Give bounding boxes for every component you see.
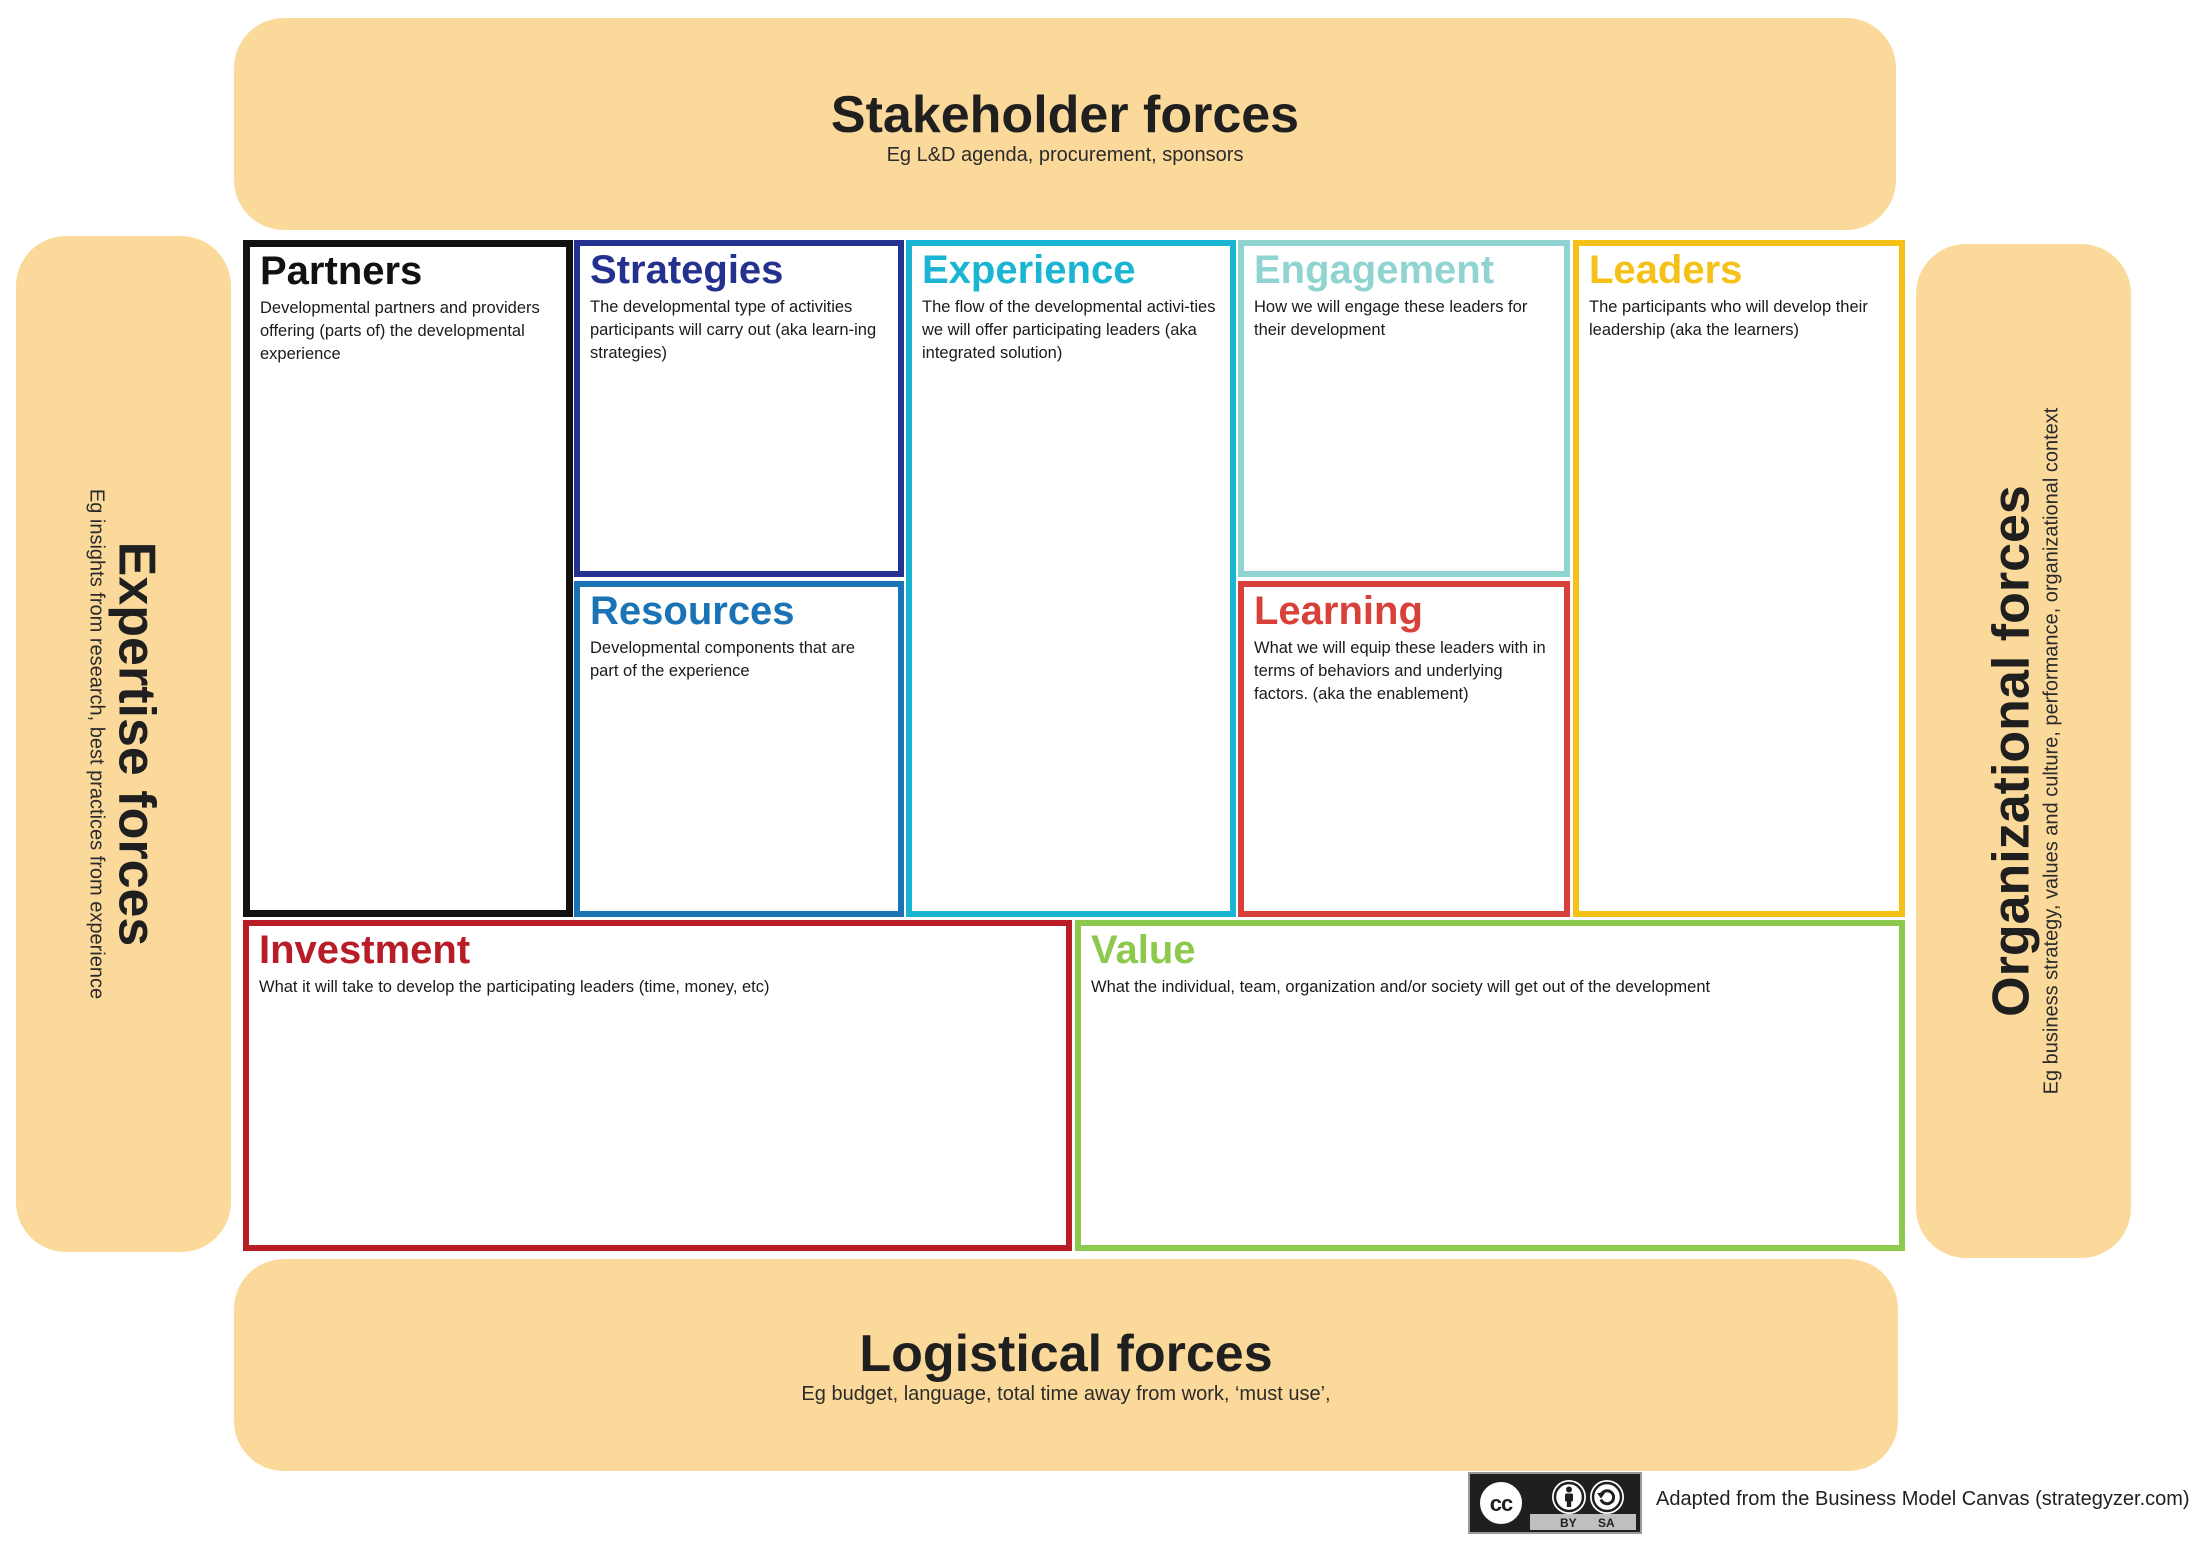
learning-title: Learning — [1254, 589, 1423, 633]
cc-icon: cc — [1476, 1478, 1526, 1528]
resources-title: Resources — [590, 589, 795, 633]
logistical-forces-subtitle: Eg budget, language, total time away fro… — [801, 1382, 1331, 1405]
learning-description: What we will equip these leaders with in… — [1254, 639, 1546, 704]
logistical-forces-band: Logistical forces Eg budget, language, t… — [234, 1259, 1898, 1471]
experience-block: Experience The flow of the developmental… — [906, 240, 1236, 917]
strategies-block: Strategies The developmental type of act… — [574, 240, 904, 577]
attribution-person-icon — [1552, 1480, 1586, 1514]
creative-commons-badge-icon: cc BY SA — [1468, 1472, 1642, 1534]
value-description: What the individual, team, organization … — [1091, 978, 1711, 996]
experience-title: Experience — [922, 248, 1136, 292]
share-alike-icon — [1590, 1480, 1624, 1514]
learning-block: Learning What we will equip these leader… — [1238, 581, 1570, 917]
logistical-forces-title: Logistical forces — [859, 1325, 1273, 1383]
footer: cc BY SA Adapted from the Business Model… — [1468, 1472, 2198, 1534]
engagement-description: How we will engage these leaders for the… — [1254, 298, 1528, 340]
investment-title: Investment — [259, 928, 471, 972]
value-block: Value What the individual, team, organiz… — [1075, 920, 1905, 1251]
expertise-forces-subtitle: Eg insights from research, best practice… — [85, 488, 108, 1000]
partners-description: Developmental partners and providers off… — [260, 299, 540, 364]
experience-description: The flow of the developmental activi-tie… — [922, 298, 1216, 363]
stakeholder-forces-band: Stakeholder forces Eg L&D agenda, procur… — [234, 18, 1896, 230]
investment-description: What it will take to develop the partici… — [259, 978, 770, 996]
engagement-block: Engagement How we will engage these lead… — [1238, 240, 1570, 577]
resources-description: Developmental components that are part o… — [590, 639, 856, 681]
expertise-forces-title: Expertise forces — [106, 541, 165, 947]
strategies-title: Strategies — [590, 248, 784, 292]
engagement-title: Engagement — [1254, 248, 1495, 292]
organizational-forces-subtitle: Eg business strategy, values and culture… — [2039, 407, 2062, 1095]
badge-by-label: BY — [1560, 1516, 1577, 1530]
resources-block: Resources Developmental components that … — [574, 581, 904, 917]
investment-block: Investment What it will take to develop … — [243, 920, 1072, 1251]
cc-icon-label: cc — [1489, 1491, 1513, 1516]
attribution-text: Adapted from the Business Model Canvas (… — [1656, 1488, 2190, 1510]
leaders-block: Leaders The participants who will develo… — [1573, 240, 1905, 917]
badge-sa-label: SA — [1598, 1516, 1615, 1530]
stakeholder-forces-title: Stakeholder forces — [830, 86, 1300, 144]
leaders-title: Leaders — [1589, 248, 1743, 292]
organizational-forces-title: Organizational forces — [1982, 485, 2041, 1017]
strategies-description: The developmental type of activities par… — [590, 298, 877, 363]
partners-block: Partners Developmental partners and prov… — [243, 240, 573, 917]
expertise-forces-band: Expertise forces Eg insights from resear… — [16, 236, 231, 1252]
leaders-description: The participants who will develop their … — [1589, 298, 1868, 340]
badge-strip — [1530, 1514, 1636, 1530]
organizational-forces-band: Organizational forces Eg business strate… — [1916, 244, 2131, 1258]
stakeholder-forces-subtitle: Eg L&D agenda, procurement, sponsors — [886, 143, 1244, 166]
value-title: Value — [1091, 928, 1196, 972]
partners-title: Partners — [260, 249, 423, 293]
